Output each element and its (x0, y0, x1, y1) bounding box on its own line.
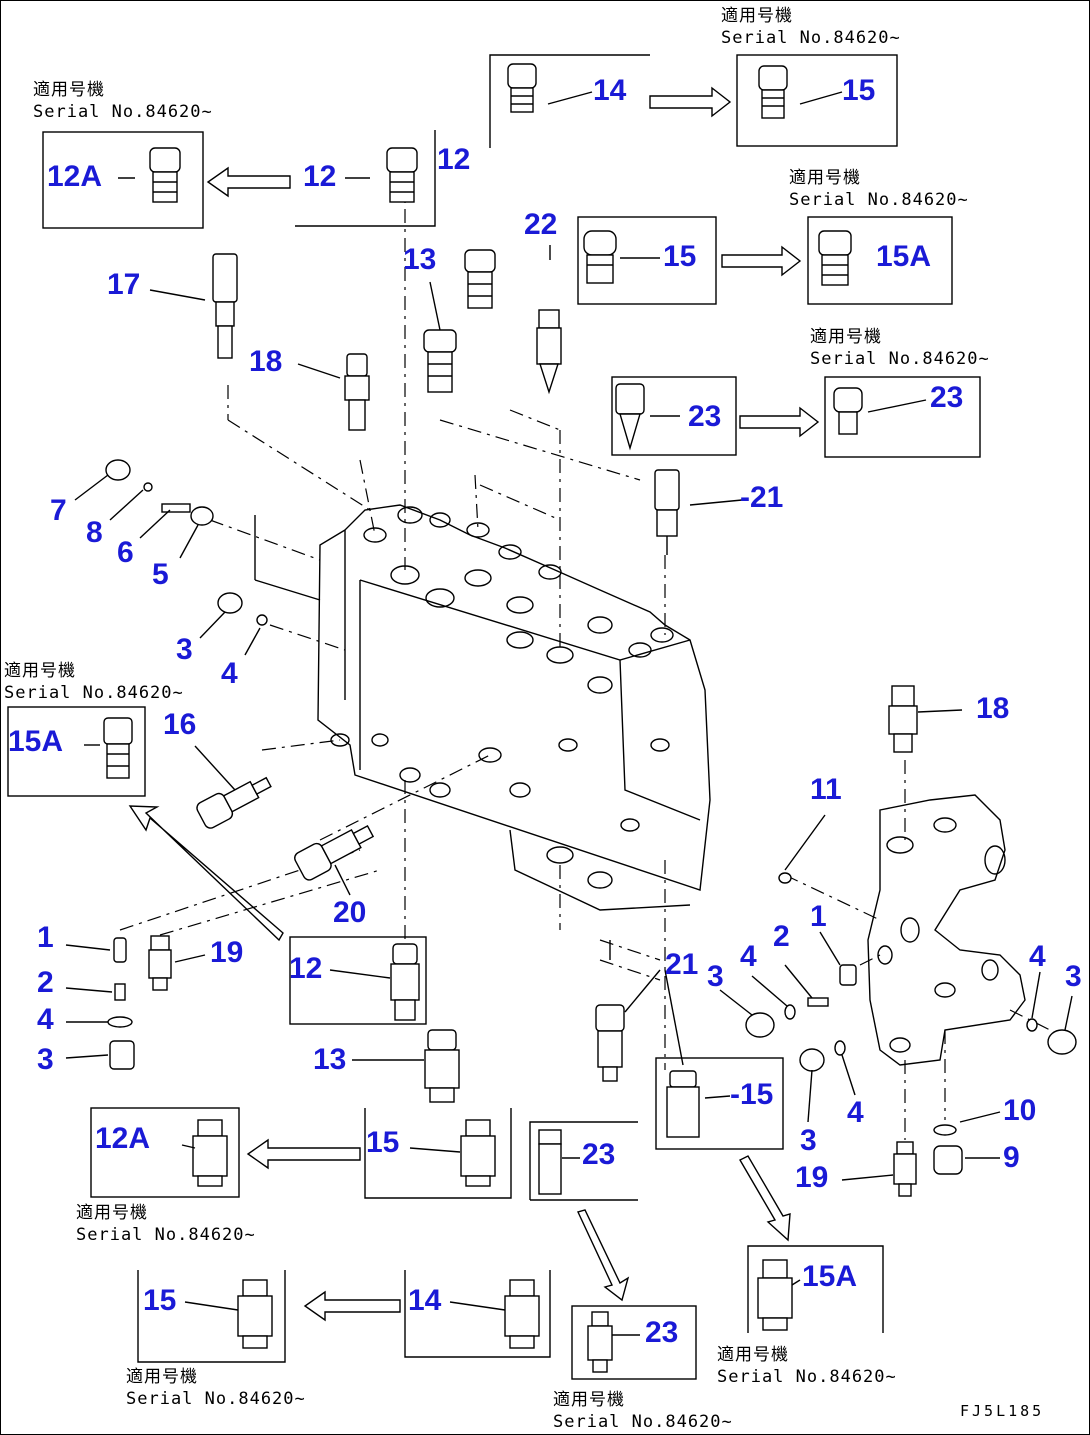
callout-12: 12 (437, 143, 471, 176)
part-plugs (103, 63, 1077, 1373)
callout-2: 2 (773, 920, 790, 953)
callout-4: 4 (740, 940, 757, 973)
callout-17: 17 (107, 268, 141, 301)
callout-15: 15 (366, 1126, 400, 1159)
callout-4: 4 (221, 657, 238, 690)
callout-3: 3 (1065, 960, 1082, 993)
callout-21: -21 (740, 481, 784, 514)
callout-14: 14 (408, 1284, 442, 1317)
callout-14: 14 (593, 74, 627, 107)
callout-3: 3 (707, 960, 724, 993)
callout-15a: 15A (802, 1260, 858, 1293)
callout-23: 23 (582, 1138, 616, 1171)
callout-4: 4 (847, 1096, 864, 1129)
callout-23: 23 (645, 1316, 679, 1349)
callout-19: 19 (210, 936, 244, 969)
callout-3: 3 (37, 1043, 54, 1076)
callout-15: 15 (143, 1284, 177, 1317)
callout-8: 8 (86, 516, 103, 549)
callout-10: 10 (1003, 1094, 1037, 1127)
leader-lines (65, 91, 1073, 1336)
callout-3: 3 (176, 633, 193, 666)
callout-12a: 12A (47, 160, 103, 193)
callout-18: 18 (976, 692, 1010, 725)
callout-1: 1 (810, 900, 827, 933)
callout-23: 23 (688, 400, 722, 433)
valve-ports (330, 506, 674, 889)
callout-12: 12 (303, 160, 337, 193)
callout-15: 15 (663, 240, 697, 273)
callout-22: 22 (524, 208, 558, 241)
callout-4: 4 (1029, 940, 1046, 973)
callout-23: 23 (930, 381, 964, 414)
callout-15: 15 (842, 74, 876, 107)
callout-16: 16 (163, 708, 197, 741)
callout-12a: 12A (95, 1122, 151, 1155)
callout-2: 2 (37, 966, 54, 999)
callout-6: 6 (117, 536, 134, 569)
callout-3: 3 (800, 1124, 817, 1157)
callout-18: 18 (249, 345, 283, 378)
callout-15a: 15A (8, 725, 64, 758)
drawing-reference: FJ5L185 (960, 1402, 1045, 1420)
callout-5: 5 (152, 558, 169, 591)
callout-15: -15 (730, 1078, 774, 1111)
control-valve-body (317, 504, 711, 911)
upgrade-arrows (128, 86, 820, 1322)
callout-7: 7 (50, 494, 67, 527)
callout-11: 11 (810, 773, 842, 806)
callout-13: 13 (403, 243, 437, 276)
callout-15a: 15A (876, 240, 932, 273)
variant-boxes (7, 54, 981, 1380)
guide-lines (119, 180, 1051, 1140)
callout-19: 19 (795, 1161, 829, 1194)
secondary-valve-body (867, 794, 1026, 1066)
callout-21: 21 (665, 948, 699, 981)
callout-13: 13 (313, 1043, 347, 1076)
callout-4: 4 (37, 1003, 54, 1036)
callout-1: 1 (37, 921, 54, 954)
callout-12: 12 (289, 952, 323, 985)
callout-9: 9 (1003, 1141, 1020, 1174)
callout-20: 20 (333, 896, 367, 929)
